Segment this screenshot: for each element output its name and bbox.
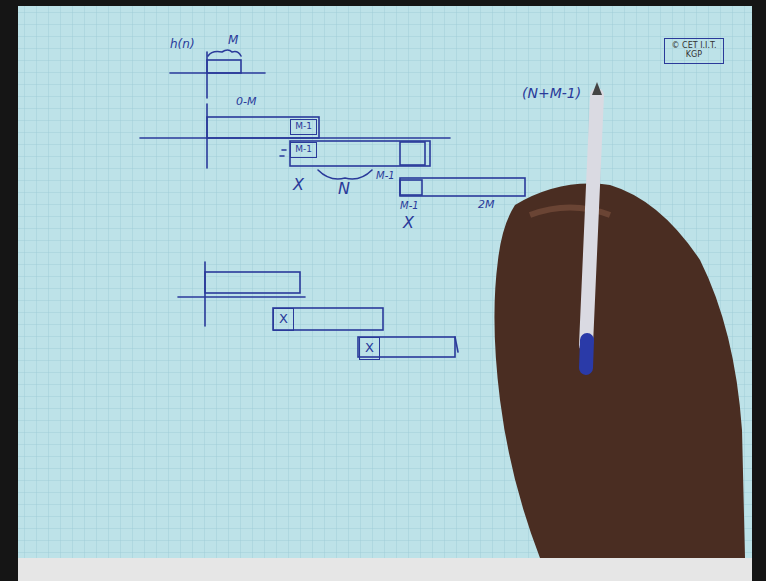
discard-mark: X (403, 214, 414, 232)
box-text: © CET I.I.T. KGP (670, 42, 718, 60)
length-label: N (338, 180, 350, 198)
discard-mark: X (293, 176, 304, 194)
pen (586, 95, 597, 345)
sketch (140, 50, 525, 357)
overlap-label: M-1 (400, 200, 419, 211)
length-label: M (228, 34, 238, 47)
overlap-box: M-1 (290, 142, 317, 158)
signal-name: h(n) (170, 38, 195, 51)
box-text: M-1 (295, 145, 312, 155)
length-label: (N+M-1) (522, 86, 581, 101)
watermark-box: © CET I.I.T. KGP (664, 38, 724, 64)
box-text: M-1 (295, 122, 312, 132)
overlap-box: M-1 (290, 119, 317, 135)
paper-edge (18, 558, 752, 581)
hand (494, 184, 745, 558)
grid (18, 6, 752, 558)
range-label: 0-M (236, 96, 256, 108)
discard-box: X (359, 337, 380, 360)
length-label: 2M (478, 199, 495, 211)
box-text: X (365, 341, 374, 355)
paper (18, 6, 752, 558)
discard-box: X (273, 308, 294, 331)
pen-tip (592, 82, 602, 95)
overlap-label: M-1 (376, 170, 395, 181)
box-text: X (279, 312, 288, 326)
pen-cap (586, 340, 587, 368)
